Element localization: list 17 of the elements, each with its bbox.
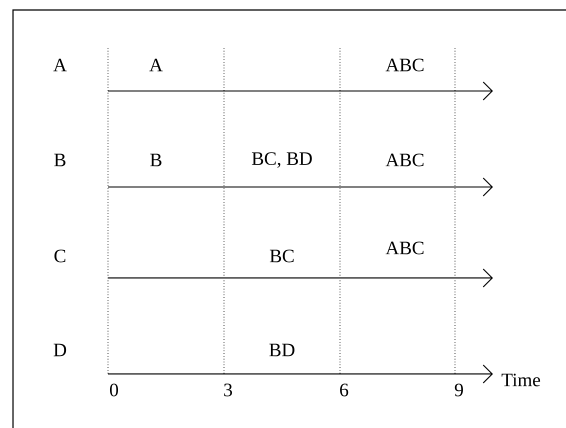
- row-label: D: [54, 344, 66, 356]
- row-label: C: [54, 250, 66, 262]
- row-label: A: [53, 58, 67, 72]
- cell-text: A: [149, 58, 163, 72]
- row-label: B: [54, 154, 66, 166]
- tick-label: 9: [454, 384, 463, 396]
- tick-label: 0: [110, 384, 118, 396]
- tick-label: 6: [340, 384, 348, 396]
- cell-text: BD: [269, 344, 294, 356]
- cell-text: ABC: [386, 154, 424, 166]
- cell-text: ABC: [386, 58, 424, 72]
- cell-text: B: [150, 154, 162, 166]
- cell-text: BC: [270, 250, 294, 262]
- cell-text: ABC: [386, 242, 424, 254]
- tick-label: 3: [224, 384, 232, 396]
- axis-title: Time: [502, 374, 540, 386]
- cell-text: BC, BD: [252, 152, 312, 168]
